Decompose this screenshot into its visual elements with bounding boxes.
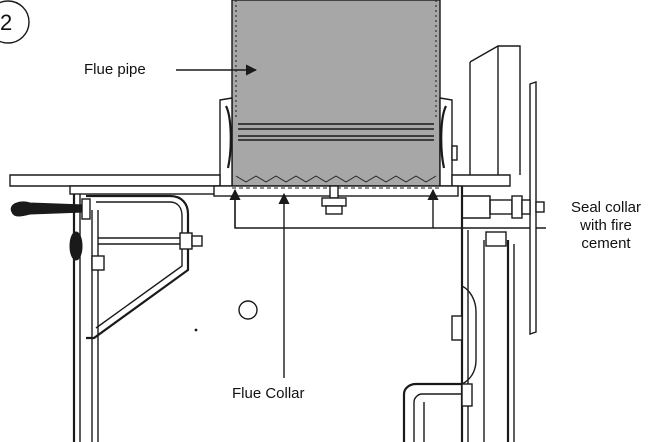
right-housing-top	[469, 45, 521, 175]
collar-bolt-washer	[325, 205, 343, 215]
left-rod-cap	[191, 235, 203, 247]
damper-handle-hub	[81, 198, 91, 220]
top-plate-rim-left	[69, 185, 221, 195]
left-bracket-inner	[95, 201, 183, 329]
left-rod-nut	[179, 232, 193, 250]
callout-flue-pipe: Flue pipe	[84, 61, 258, 78]
top-plate-right	[451, 174, 511, 187]
callout-seal-collar: Seal collar with fire cement	[571, 199, 641, 252]
collar-bolt-shaft	[329, 185, 339, 199]
step-number: 2	[0, 10, 12, 35]
right-bolt-washer	[521, 199, 531, 215]
left-bracket	[86, 194, 190, 340]
flue-pipe-crimp	[235, 175, 437, 183]
damper-handle	[10, 198, 91, 220]
label-flue-collar: Flue Collar	[232, 385, 305, 402]
collar-bolt-nut	[321, 197, 347, 207]
right-bolt-tip	[535, 201, 545, 213]
pinpoint-mark	[194, 328, 198, 332]
flue-collar-clip-left	[224, 105, 232, 169]
right-side-latch	[451, 315, 463, 341]
callout-seal-arrows	[229, 188, 439, 228]
label-seal-line2: with fire	[579, 217, 632, 234]
label-seal-line3: cement	[581, 235, 631, 252]
right-clip-upper	[485, 231, 507, 247]
right-heat-shield	[529, 81, 537, 335]
label-flue-pipe: Flue pipe	[84, 61, 146, 78]
right-bolt-nut	[511, 195, 523, 219]
right-curve-plate	[461, 285, 477, 385]
left-frame	[69, 194, 203, 442]
right-lower-bracket-inner	[413, 393, 462, 442]
flue-collar-clip-right	[440, 105, 448, 169]
right-lower-bracket	[402, 382, 462, 442]
step-badge: 2	[0, 0, 30, 44]
flue-pipe-body	[231, 0, 441, 187]
stove-top	[9, 174, 511, 215]
top-plate-left	[9, 174, 221, 187]
flue-pipe	[231, 0, 441, 187]
left-knob	[69, 231, 83, 261]
label-seal-line1: Seal collar	[571, 199, 641, 216]
air-hole	[238, 300, 258, 320]
callout-flue-collar: Flue Collar	[232, 192, 305, 402]
right-lower-clip	[461, 383, 473, 407]
flue-collar-tab-right	[451, 145, 458, 161]
right-bolt-head	[489, 199, 513, 215]
step-circle	[0, 0, 30, 44]
left-clip	[91, 255, 105, 271]
right-bolt-bracket	[462, 195, 491, 219]
right-frame	[402, 45, 545, 442]
